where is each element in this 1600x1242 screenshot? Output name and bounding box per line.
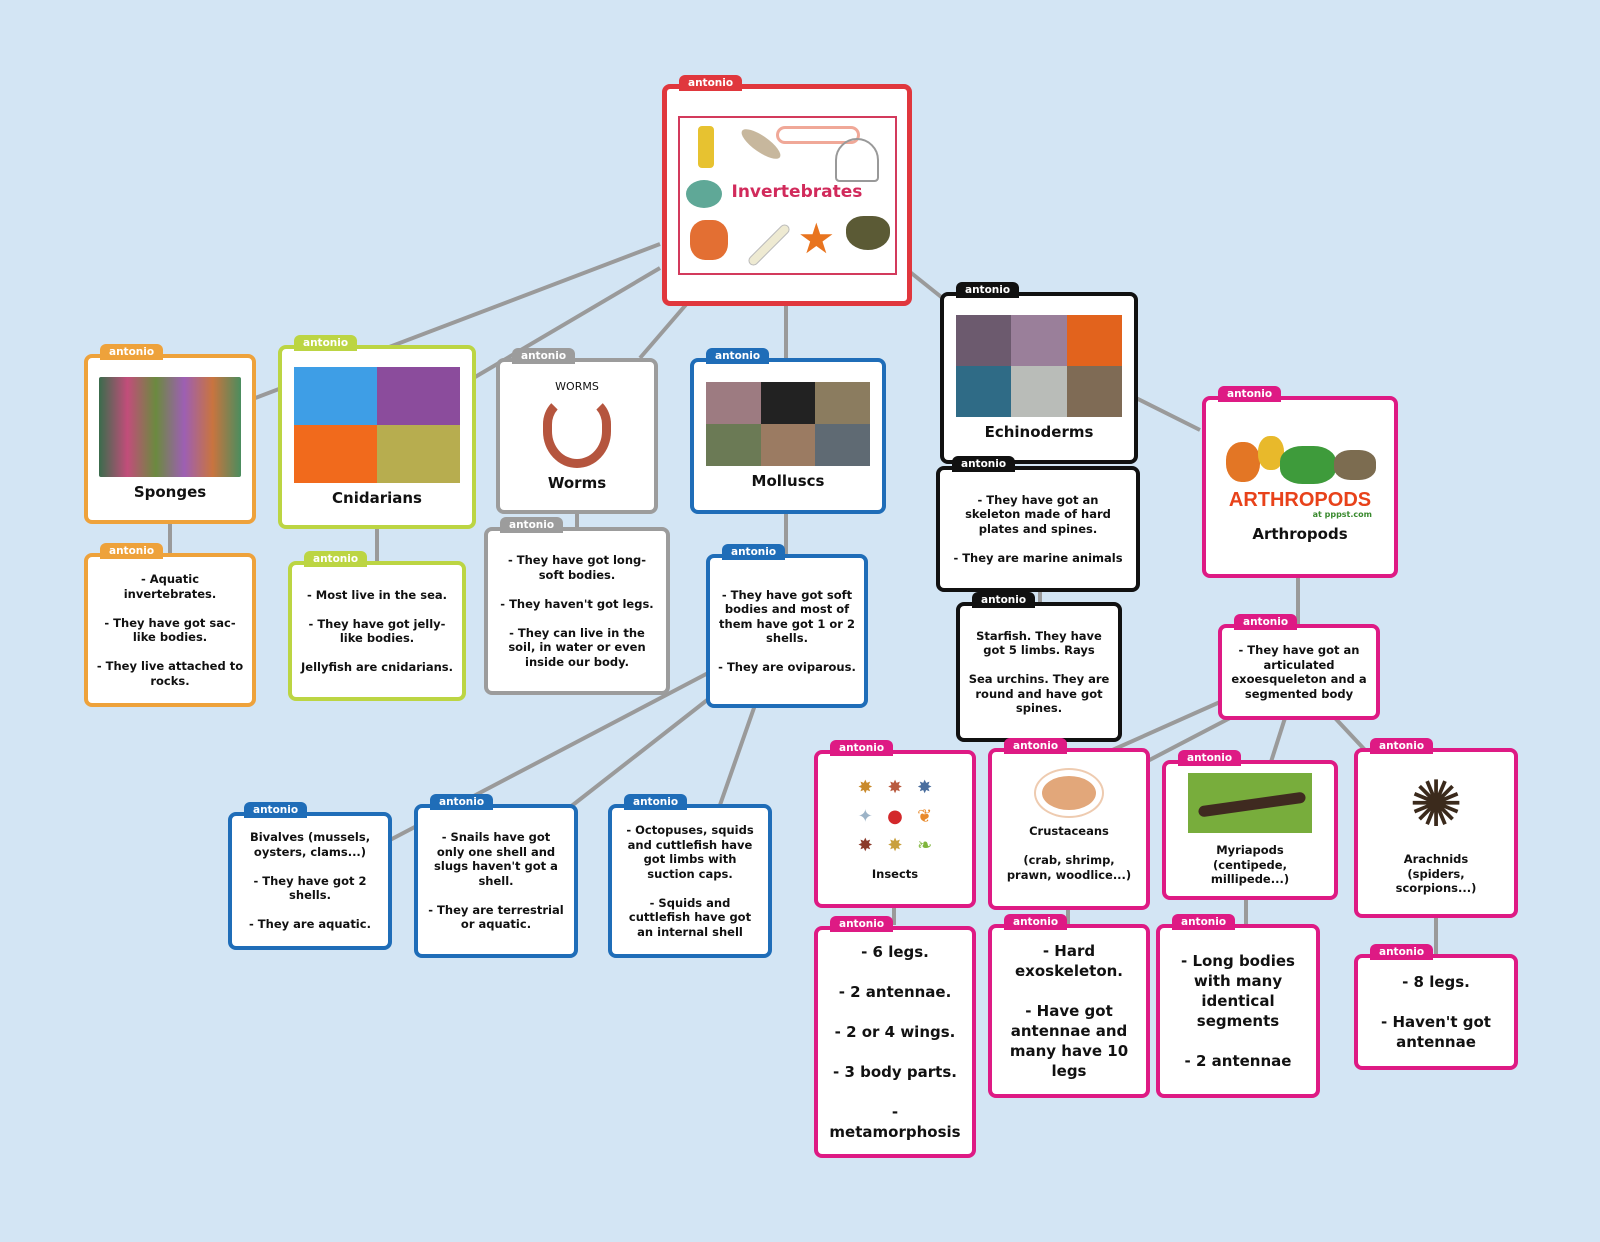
author-tag: antonio bbox=[1004, 914, 1068, 930]
echinoderms-details-text: - They have got an skeleton made of hard… bbox=[953, 492, 1123, 565]
invertebrates-title: Invertebrates bbox=[731, 181, 863, 202]
echinoderms-image bbox=[956, 315, 1122, 417]
worm-icon bbox=[775, 125, 860, 144]
sponges-details-text: - Aquatic invertebrates. - They have got… bbox=[96, 572, 244, 688]
author-tag: antonio bbox=[679, 75, 743, 91]
echinoderms-title: Echinoderms bbox=[984, 423, 1094, 441]
node-cnidarians-details[interactable]: antonio - Most live in the sea. - They h… bbox=[288, 551, 466, 701]
author-tag: antonio bbox=[244, 802, 308, 818]
author-tag: antonio bbox=[500, 517, 564, 533]
author-tag: antonio bbox=[830, 740, 894, 756]
author-tag: antonio bbox=[294, 335, 358, 351]
sponges-image bbox=[99, 377, 241, 477]
author-tag: antonio bbox=[1234, 614, 1298, 630]
crustaceans-title: Crustaceans (crab, shrimp, prawn, woodli… bbox=[1006, 824, 1132, 882]
author-tag: antonio bbox=[1218, 386, 1282, 402]
echinoderms-examples-text: Starfish. They have got 5 limbs. Rays Se… bbox=[968, 628, 1110, 716]
molluscs-details-text: - They have got soft bodies and most of … bbox=[718, 587, 856, 675]
cnidarians-title: Cnidarians bbox=[332, 489, 422, 507]
author-tag: antonio bbox=[624, 794, 688, 810]
sponges-title: Sponges bbox=[133, 483, 207, 501]
cephalopods-text: - Octopuses, squids and cuttlefish have … bbox=[626, 823, 754, 939]
arthropods-logo-image bbox=[1220, 432, 1380, 490]
arthropods-title: Arthropods bbox=[1252, 524, 1348, 543]
worm-icon bbox=[543, 395, 611, 468]
author-tag: antonio bbox=[956, 282, 1020, 298]
node-insects-details[interactable]: antonio - 6 legs. - 2 antennae. - 2 or 4… bbox=[814, 916, 976, 1158]
arachnids-title: Arachnids (spiders, scorpions...) bbox=[1395, 852, 1477, 896]
bivalves-text: Bivalves (mussels, oysters, clams...) - … bbox=[249, 830, 371, 932]
worms-image-caption: WORMS bbox=[555, 380, 599, 393]
node-worms[interactable]: antonio WORMS Worms bbox=[496, 348, 658, 514]
root-node-invertebrates[interactable]: antonio Invertebrates ★ bbox=[662, 75, 912, 306]
coral-icon bbox=[697, 125, 714, 168]
node-sponges[interactable]: antonio Sponges bbox=[84, 344, 256, 524]
myriapods-details-text: - Long bodies with many identical segmen… bbox=[1181, 952, 1295, 1070]
author-tag: antonio bbox=[1370, 738, 1434, 754]
author-tag: antonio bbox=[706, 348, 770, 364]
node-echinoderms[interactable]: antonio Echinoderms bbox=[940, 282, 1138, 464]
lobster-icon bbox=[689, 219, 728, 260]
shell-icon bbox=[685, 179, 722, 208]
author-tag: antonio bbox=[100, 344, 164, 360]
cnidarians-details-text: - Most live in the sea. - They have got … bbox=[301, 587, 453, 675]
worms-details-text: - They have got long- soft bodies. - The… bbox=[500, 553, 654, 669]
node-arthropods[interactable]: antonio ARTHROPODS at pppst.com Arthropo… bbox=[1202, 386, 1398, 578]
insects-details-text: - 6 legs. - 2 antennae. - 2 or 4 wings. … bbox=[829, 943, 961, 1141]
author-tag: antonio bbox=[1004, 738, 1068, 754]
node-molluscs[interactable]: antonio Molluscs bbox=[690, 348, 886, 514]
invertebrates-image: Invertebrates ★ bbox=[677, 115, 897, 275]
insects-image: ✸✸✸ ✦●❦ ✸✸❧ bbox=[857, 776, 933, 856]
author-tag: antonio bbox=[972, 592, 1036, 608]
node-cnidarians[interactable]: antonio Cnidarians bbox=[278, 335, 476, 529]
node-molluscs-details[interactable]: antonio - They have got soft bodies and … bbox=[706, 544, 868, 708]
spider-icon: ✺ bbox=[1409, 768, 1463, 843]
nematode-icon bbox=[745, 221, 792, 268]
author-tag: antonio bbox=[830, 916, 894, 932]
node-bivalves[interactable]: antonio Bivalves (mussels, oysters, clam… bbox=[228, 802, 392, 950]
gastropods-text: - Snails have got only one shell and slu… bbox=[428, 830, 564, 932]
myriapods-title: Myriapods (centipede, millipede...) bbox=[1210, 843, 1290, 887]
arthropods-logo-text: ARTHROPODS bbox=[1228, 488, 1372, 511]
arthropods-details-text: - They have got an articulated exoesquel… bbox=[1231, 643, 1367, 701]
node-echinoderms-details[interactable]: antonio - They have got an skeleton made… bbox=[936, 456, 1140, 592]
node-echinoderms-examples[interactable]: antonio Starfish. They have got 5 limbs.… bbox=[956, 592, 1122, 742]
author-tag: antonio bbox=[304, 551, 368, 567]
node-myriapods-details[interactable]: antonio - Long bodies with many identica… bbox=[1156, 914, 1320, 1098]
author-tag: antonio bbox=[1370, 944, 1434, 960]
node-arthropods-details[interactable]: antonio - They have got an articulated e… bbox=[1218, 614, 1380, 720]
node-insects[interactable]: antonio ✸✸✸ ✦●❦ ✸✸❧ Insects bbox=[814, 740, 976, 908]
node-arachnids-details[interactable]: antonio - 8 legs. - Haven't got antennae bbox=[1354, 944, 1518, 1070]
author-tag: antonio bbox=[1178, 750, 1242, 766]
cnidarians-image bbox=[294, 367, 460, 483]
crustaceans-details-text: - Hard exoskeleton. - Have got antennae … bbox=[1009, 942, 1129, 1080]
insects-title: Insects bbox=[871, 866, 919, 881]
author-tag: antonio bbox=[430, 794, 494, 810]
butterfly-icon bbox=[845, 215, 890, 250]
jellyfish-icon bbox=[834, 137, 879, 182]
starfish-icon: ★ bbox=[797, 213, 836, 263]
node-gastropods[interactable]: antonio - Snails have got only one shell… bbox=[414, 794, 578, 958]
node-worms-details[interactable]: antonio - They have got long- soft bodie… bbox=[484, 517, 670, 695]
author-tag: antonio bbox=[512, 348, 576, 364]
node-sponges-details[interactable]: antonio - Aquatic invertebrates. - They … bbox=[84, 543, 256, 707]
node-arachnids[interactable]: antonio ✺ Arachnids (spiders, scorpions.… bbox=[1354, 738, 1518, 918]
arachnids-details-text: - 8 legs. - Haven't got antennae bbox=[1381, 973, 1491, 1051]
node-cephalopods[interactable]: antonio - Octopuses, squids and cuttlefi… bbox=[608, 794, 772, 958]
author-tag: antonio bbox=[952, 456, 1016, 472]
node-crustaceans-details[interactable]: antonio - Hard exoskeleton. - Have got a… bbox=[988, 914, 1150, 1098]
node-crustaceans[interactable]: antonio Crustaceans (crab, shrimp, prawn… bbox=[988, 738, 1150, 910]
node-myriapods[interactable]: antonio Myriapods (centipede, millipede.… bbox=[1162, 750, 1338, 900]
worms-title: Worms bbox=[547, 474, 607, 492]
molluscs-title: Molluscs bbox=[751, 472, 825, 490]
author-tag: antonio bbox=[100, 543, 164, 559]
author-tag: antonio bbox=[722, 544, 786, 560]
molluscs-image bbox=[706, 382, 870, 466]
author-tag: antonio bbox=[1172, 914, 1236, 930]
myriapods-image bbox=[1188, 773, 1312, 834]
crab-icon bbox=[1042, 776, 1096, 810]
arthropods-logo-sub: at pppst.com bbox=[1312, 509, 1372, 519]
